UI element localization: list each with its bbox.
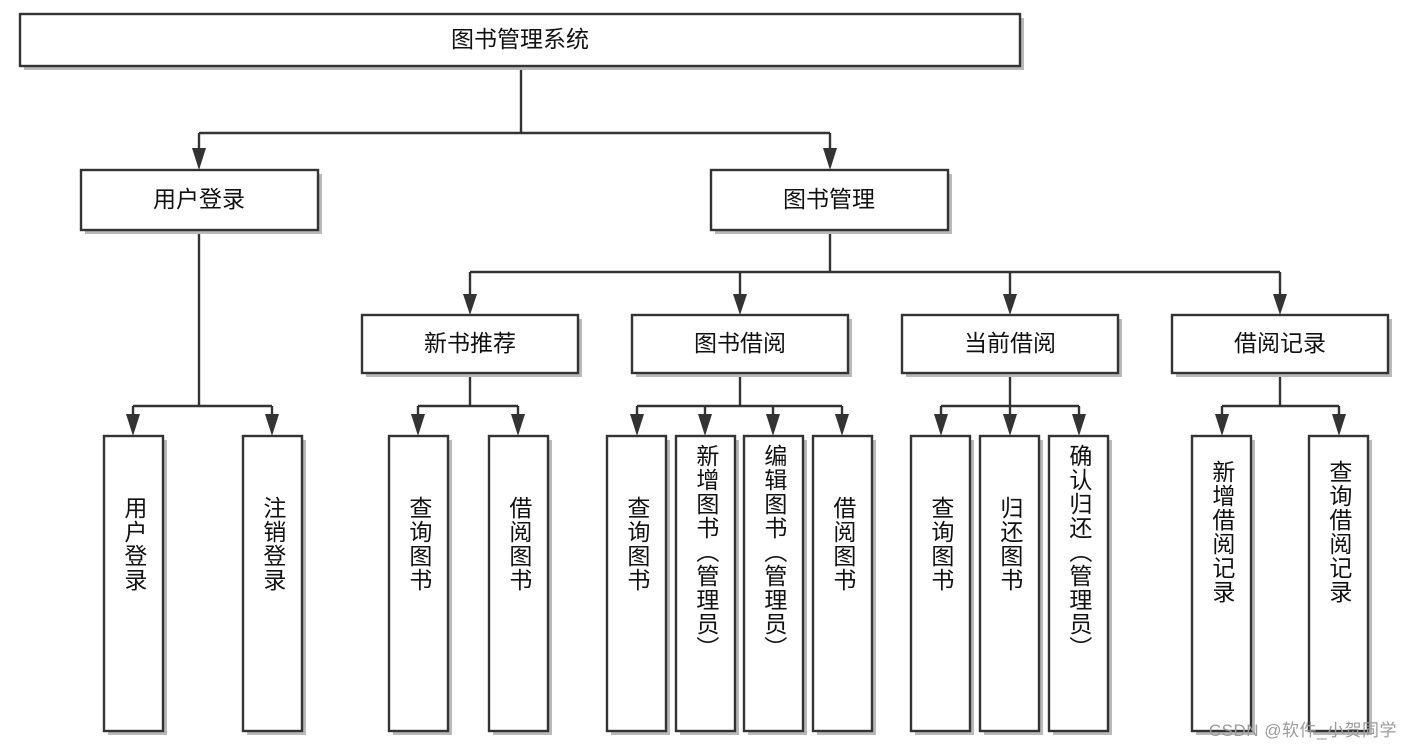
arrow-head-book-manage <box>823 148 837 170</box>
node-current-borrow-rect <box>900 313 1120 375</box>
arrow-head-leaf-return-book <box>1003 414 1017 436</box>
arrow-head-book-borrow <box>733 294 747 315</box>
node-current-borrow-label: 当前借阅 <box>964 330 1056 356</box>
node-leaf-user-login[interactable] <box>102 434 167 735</box>
node-leaf-edit-book-rect <box>742 434 805 733</box>
arrow-head-leaf-query-book-1 <box>411 414 425 436</box>
node-book-borrow-label: 图书借阅 <box>694 330 786 356</box>
arrow-head-leaf-query-record <box>1332 414 1346 436</box>
node-leaf-add-record[interactable] <box>1190 434 1255 735</box>
node-leaf-add-record-rect <box>1190 434 1253 733</box>
arrow-head-user-login <box>192 148 206 170</box>
arrow-head-leaf-add-book <box>698 414 712 436</box>
node-leaf-query-book-3[interactable] <box>909 434 974 735</box>
node-root-rect <box>18 12 1022 68</box>
node-borrow-record-rect <box>1170 313 1390 375</box>
node-current-borrow[interactable]: 当前借阅 <box>900 313 1122 377</box>
arrow-head-leaf-add-record <box>1215 414 1229 436</box>
node-leaf-query-book-2-rect <box>605 434 668 733</box>
node-new-book-rec-label: 新书推荐 <box>424 330 516 356</box>
node-book-manage-label: 图书管理 <box>783 186 875 212</box>
node-leaf-logout[interactable] <box>241 434 306 735</box>
connector-group <box>126 68 1346 436</box>
arrow-head-leaf-query-book-3 <box>934 414 948 436</box>
node-leaf-return-book[interactable] <box>978 434 1043 735</box>
arrow-head-leaf-logout <box>265 414 279 436</box>
node-leaf-confirm-return-rect <box>1047 434 1110 733</box>
node-leaf-borrow-book-1-rect <box>487 434 550 733</box>
node-leaf-confirm-return[interactable] <box>1047 434 1112 735</box>
node-user-login-label: 用户登录 <box>153 186 245 212</box>
arrow-head-leaf-borrow-book-1 <box>511 414 525 436</box>
node-root[interactable]: 图书管理系统 <box>18 12 1024 70</box>
node-leaf-borrow-book-2[interactable] <box>811 434 876 735</box>
arrow-head-leaf-user-login <box>126 414 140 436</box>
node-user-login[interactable]: 用户登录 <box>79 168 322 234</box>
node-user-login-rect <box>79 168 320 232</box>
node-leaf-query-record[interactable] <box>1307 434 1372 735</box>
node-leaf-query-book-3-rect <box>909 434 972 733</box>
node-leaf-borrow-book-2-rect <box>811 434 874 733</box>
arrow-head-borrow-record <box>1273 294 1287 315</box>
node-book-manage-rect <box>709 168 950 232</box>
node-leaf-query-book-2[interactable] <box>605 434 670 735</box>
arrow-head-current-borrow <box>1003 294 1017 315</box>
node-borrow-record-label: 借阅记录 <box>1234 330 1326 356</box>
node-leaf-add-book[interactable] <box>674 434 739 735</box>
node-new-book-rec[interactable]: 新书推荐 <box>360 313 582 377</box>
node-borrow-record[interactable]: 借阅记录 <box>1170 313 1392 377</box>
node-book-manage[interactable]: 图书管理 <box>709 168 952 234</box>
node-leaf-query-book-1[interactable] <box>387 434 452 735</box>
arrow-head-new-book-rec <box>463 294 477 315</box>
node-leaf-query-book-1-rect <box>387 434 450 733</box>
arrow-head-leaf-edit-book <box>766 414 780 436</box>
arrow-head-leaf-borrow-book-2 <box>835 414 849 436</box>
node-book-borrow[interactable]: 图书借阅 <box>630 313 852 377</box>
node-book-borrow-rect <box>630 313 850 375</box>
node-leaf-edit-book[interactable] <box>742 434 807 735</box>
node-new-book-rec-rect <box>360 313 580 375</box>
node-leaf-add-book-rect <box>674 434 737 733</box>
node-leaf-borrow-book-1[interactable] <box>487 434 552 735</box>
arrow-head-leaf-query-book-2 <box>630 414 644 436</box>
node-leaf-logout-rect <box>241 434 304 733</box>
node-leaf-query-record-rect <box>1307 434 1370 733</box>
node-root-label: 图书管理系统 <box>451 26 589 52</box>
csdn-watermark: CSDN @软件_小贺同学 <box>1208 721 1397 740</box>
node-leaf-user-login-rect <box>102 434 165 733</box>
node-leaf-return-book-rect <box>978 434 1041 733</box>
arrow-head-leaf-confirm-return <box>1072 414 1086 436</box>
